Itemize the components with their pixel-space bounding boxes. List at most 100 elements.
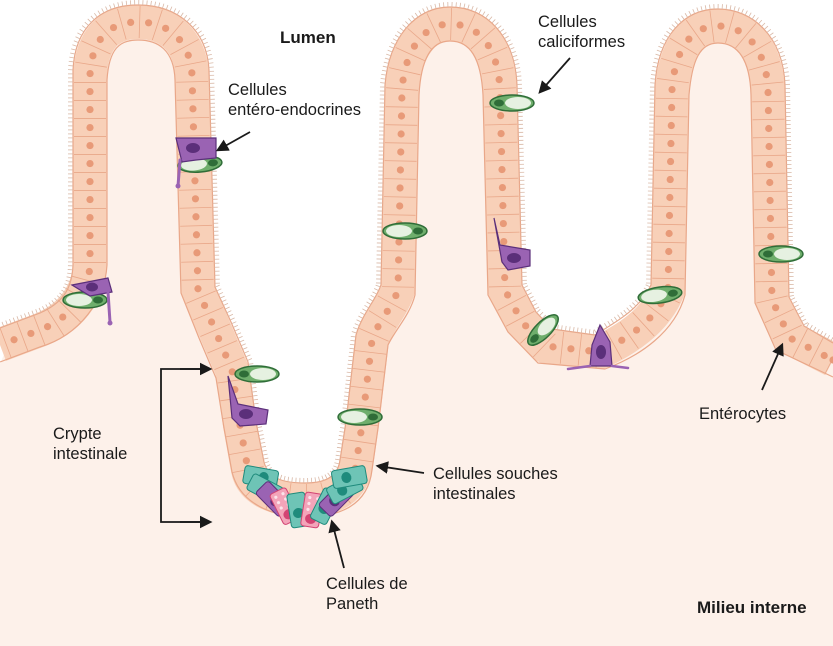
microvillus <box>373 292 377 294</box>
microvillus <box>343 404 348 405</box>
goblet-cell-icon <box>383 223 427 239</box>
microvillus <box>345 388 350 389</box>
microvillus <box>102 8 104 12</box>
enterocyte-nucleus <box>772 304 779 311</box>
microvillus <box>618 315 621 319</box>
microvillus <box>780 55 785 57</box>
microvillus <box>349 352 354 353</box>
microvillus <box>784 76 789 77</box>
microvillus <box>67 273 72 274</box>
microvillus <box>349 356 354 357</box>
microvillus <box>384 62 389 63</box>
enterocyte-nucleus <box>500 238 507 245</box>
microvillus <box>337 447 342 448</box>
microvillus <box>781 59 786 60</box>
microvillus <box>710 5 711 10</box>
microvillus <box>349 348 354 349</box>
enterocyte-nucleus <box>190 123 197 130</box>
enterocyte-nucleus <box>768 269 775 276</box>
microvillus <box>233 325 238 327</box>
enterocyte-nucleus <box>765 125 772 132</box>
microvillus <box>243 347 248 349</box>
enterocyte-nucleus <box>396 184 403 191</box>
enterocyte-nucleus <box>110 24 117 31</box>
microvillus <box>208 59 213 60</box>
microvillus <box>435 4 436 9</box>
microvillus <box>652 70 657 71</box>
microvillus <box>792 301 796 303</box>
microvillus <box>500 29 504 32</box>
microvillus <box>495 22 499 25</box>
enterocyte-nucleus <box>456 21 463 28</box>
enterocyte-nucleus <box>668 122 675 129</box>
microvillus <box>798 312 802 314</box>
microvillus <box>408 18 411 22</box>
enterocyte-nucleus <box>86 88 93 95</box>
microvillus <box>348 364 353 365</box>
microvillus <box>678 18 681 22</box>
enterocyte-nucleus <box>89 52 96 59</box>
microvillus <box>114 3 115 8</box>
enterocyte-nucleus <box>549 343 556 350</box>
enterocyte-nucleus <box>86 196 93 203</box>
microvillus <box>632 303 636 307</box>
enterocyte-nucleus <box>366 358 373 365</box>
microvillus <box>364 305 368 308</box>
microvillus <box>362 309 366 312</box>
microvillus <box>752 15 755 19</box>
microvillus <box>238 336 243 338</box>
enterocyte-nucleus <box>789 336 796 343</box>
microvillus <box>126 1 127 6</box>
microvillus <box>660 42 665 44</box>
microvillus <box>489 17 492 21</box>
enterocyte-nucleus <box>411 43 418 50</box>
microvillus <box>516 72 521 73</box>
microvillus <box>803 323 807 325</box>
enterocyte-nucleus <box>59 313 66 320</box>
enterocyte-nucleus <box>403 59 410 66</box>
enterocyte-nucleus <box>399 76 406 83</box>
microvillus <box>85 22 89 25</box>
enterocyte-nucleus <box>767 215 774 222</box>
microvillus <box>76 37 81 39</box>
microvillus <box>565 326 566 331</box>
enterocyte-nucleus <box>821 352 828 359</box>
microvillus <box>106 7 108 12</box>
goblet-cell-icon <box>338 409 382 425</box>
paneth-label: Cellules dePaneth <box>326 574 408 614</box>
enterocyte-nucleus <box>86 178 93 185</box>
microvillus <box>166 5 168 10</box>
enterocyte-nucleus <box>512 307 519 314</box>
microvillus <box>155 2 156 7</box>
microvillus <box>338 439 343 440</box>
microvillus <box>558 325 559 330</box>
enterocyte-nucleus <box>86 268 93 275</box>
enterocyte-nucleus <box>667 140 674 147</box>
enterocyte-nucleus <box>749 38 756 45</box>
microvillus <box>614 317 617 321</box>
enterocyte-nucleus <box>633 326 640 333</box>
microvillus <box>776 44 780 46</box>
microvillus <box>280 475 282 480</box>
microvillus <box>223 303 228 305</box>
microvillus <box>72 45 77 47</box>
microvillus <box>230 318 235 320</box>
microvillus <box>261 446 266 447</box>
microvillus <box>292 477 293 482</box>
microvillus <box>810 325 813 329</box>
enterocyte-nucleus <box>86 124 93 131</box>
enterocyte-nucleus <box>192 213 199 220</box>
microvillus <box>611 319 614 323</box>
microvillus <box>657 50 662 52</box>
microvillus <box>336 455 341 456</box>
microvillus <box>701 6 702 11</box>
microvillus <box>151 1 152 6</box>
enterocyte-nucleus <box>27 330 34 337</box>
microvillus <box>796 308 800 310</box>
enterocyte-nucleus <box>501 274 508 281</box>
microvillus <box>475 8 477 13</box>
enterocyte-nucleus <box>498 166 505 173</box>
microvillus <box>539 312 543 315</box>
microvillus <box>147 0 148 5</box>
microvillus <box>110 5 112 10</box>
